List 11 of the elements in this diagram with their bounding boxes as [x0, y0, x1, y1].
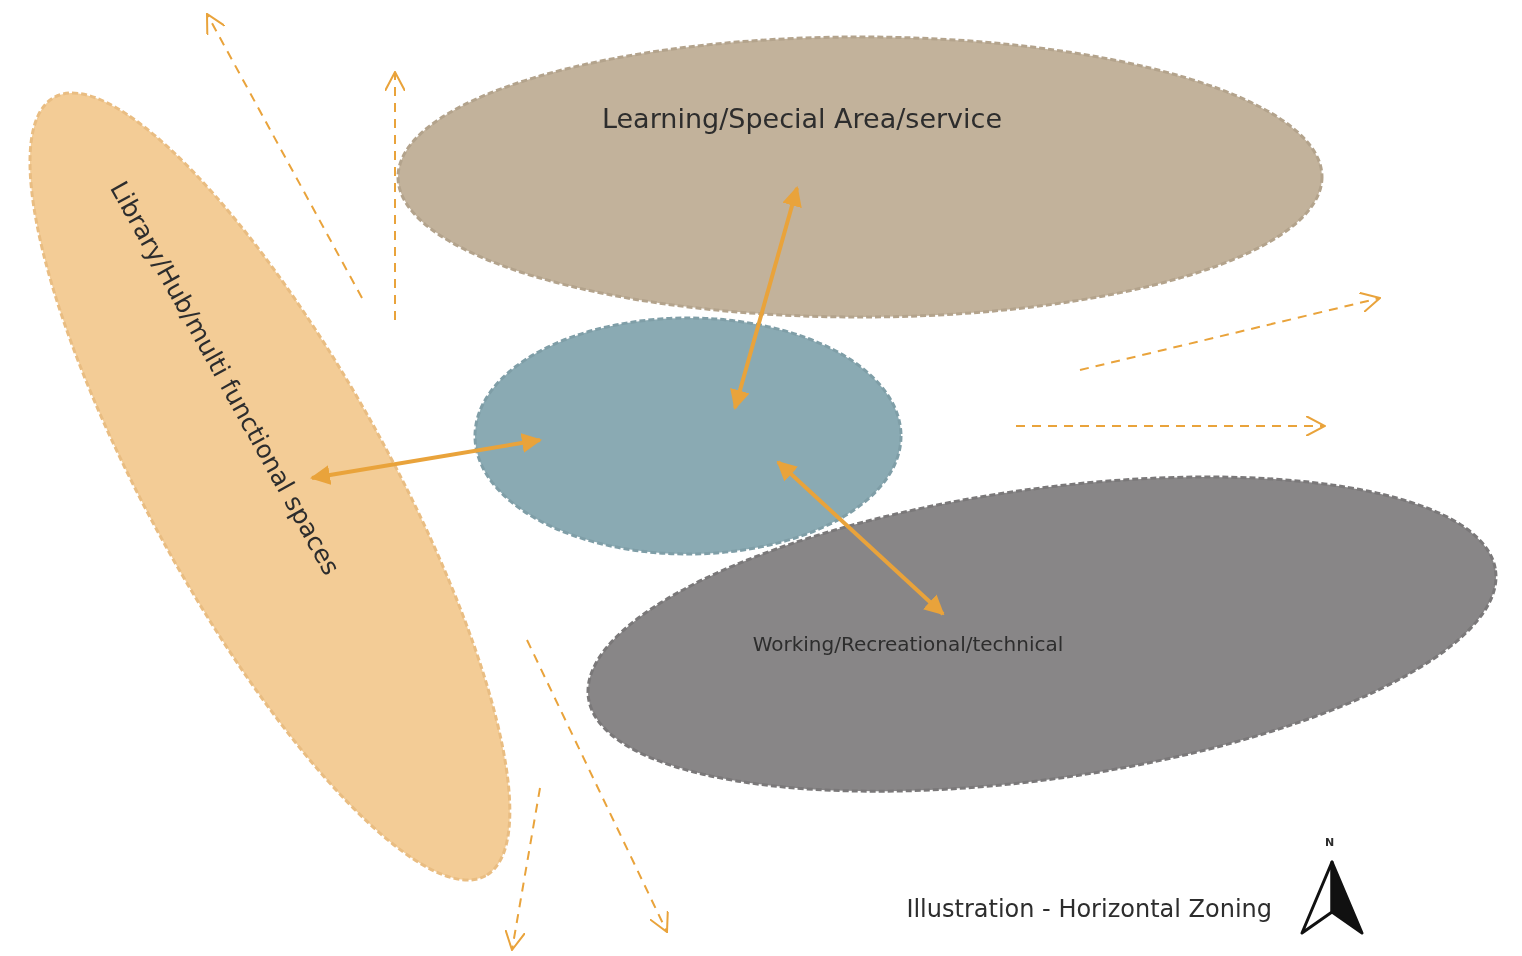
zone-label: Working/Recreational/technical	[752, 632, 1064, 656]
zone-ellipse	[30, 93, 510, 881]
zone-ellipse	[588, 476, 1496, 792]
double-arrow	[310, 433, 542, 485]
north-label: N	[1325, 836, 1335, 849]
zone-ellipse	[475, 318, 901, 554]
zone-label: Learning/Special Area/service	[601, 102, 1003, 134]
double-arrow	[730, 186, 802, 410]
double-arrow	[776, 460, 945, 616]
caption: Illustration - Horizontal Zoning	[906, 895, 1272, 923]
zone-ellipse	[398, 37, 1322, 317]
